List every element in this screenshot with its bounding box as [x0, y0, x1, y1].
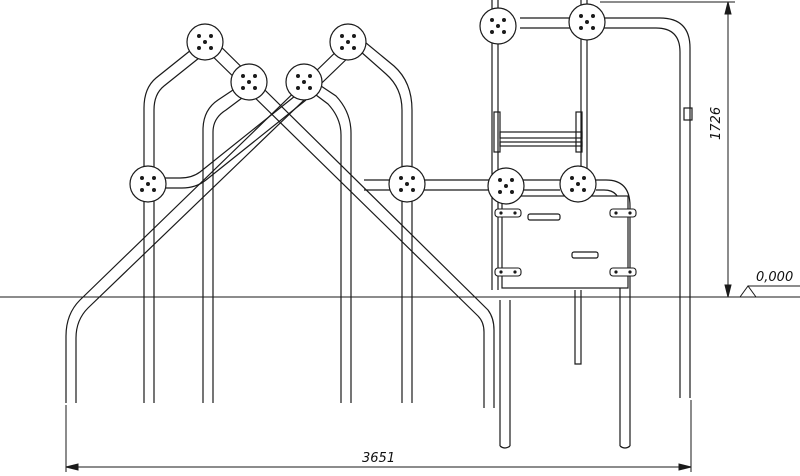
- height-dimension: [600, 1, 735, 298]
- connector-hub: [559, 165, 597, 203]
- connector-hub: [285, 63, 323, 101]
- left-dome-frame: [65, 33, 560, 408]
- ground-level-label: 0,000: [756, 270, 793, 285]
- connector-hub: [329, 23, 367, 61]
- panel-clamp: [494, 267, 522, 277]
- height-dimension-label: 1726: [709, 107, 724, 140]
- tower-frame: [491, 0, 693, 449]
- connector-hub: [129, 165, 167, 203]
- connector-hub: [230, 63, 268, 101]
- connector-hub: [388, 165, 426, 203]
- connector-hub: [487, 167, 525, 205]
- connector-hub: [568, 3, 606, 41]
- panel-clamp: [609, 208, 637, 218]
- connector-hub: [186, 23, 224, 61]
- panel-clamp: [494, 208, 522, 218]
- panel-clamp: [609, 267, 637, 277]
- width-dimension: [65, 400, 692, 472]
- ground-level-marker: [739, 285, 800, 298]
- connector-hub: [479, 7, 517, 45]
- width-dimension-label: 3651: [362, 451, 395, 466]
